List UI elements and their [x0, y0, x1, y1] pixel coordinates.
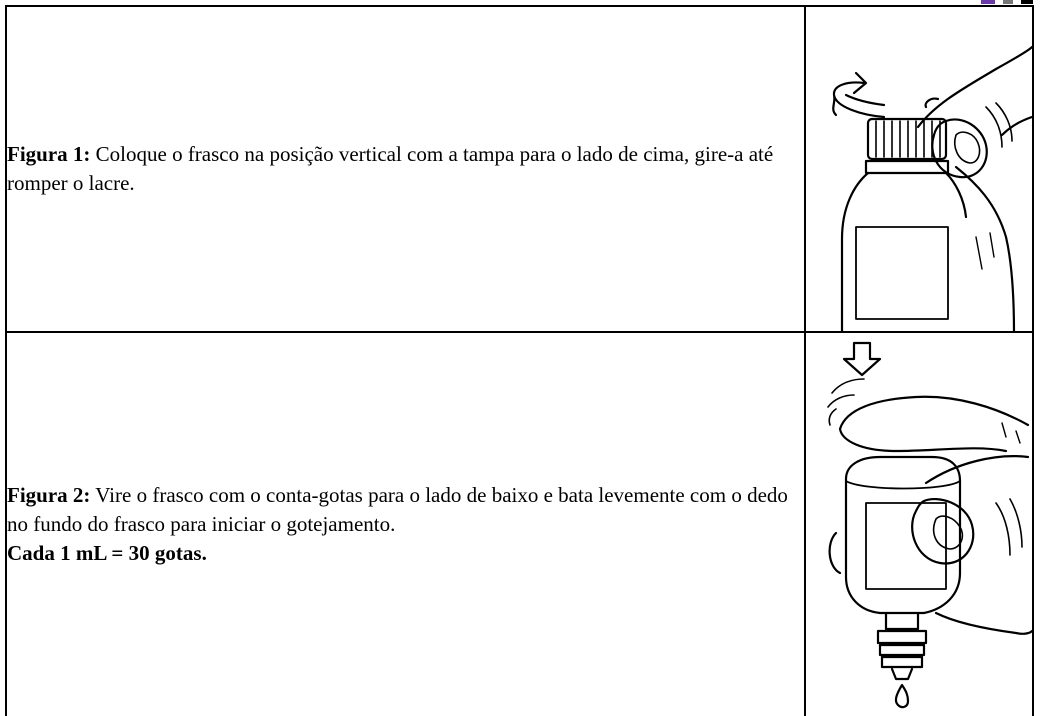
thumb [911, 497, 975, 565]
instructions-table: Figura 1: Coloque o frasco na posição ve… [5, 5, 1034, 716]
bottle-tap-drop-illustration [827, 341, 1031, 709]
bottle-label [865, 502, 947, 590]
bottle-cap-twist-illustration [832, 46, 1031, 330]
step-2-text-cell: Figura 2: Vire o frasco com o conta-gota… [5, 331, 806, 716]
step-2-label: Figura 2: [7, 483, 91, 507]
black-mark [1021, 0, 1033, 4]
corner-marks [981, 0, 1033, 6]
step-row-2: Figura 2: Vire o frasco com o conta-gota… [5, 331, 1034, 716]
thumb [931, 118, 988, 179]
purple-mark [981, 0, 995, 4]
step-2-description: Vire o frasco com o conta-gotas para o l… [7, 483, 788, 536]
step-2-image-cell [804, 331, 1034, 716]
down-arrow-icon [842, 341, 882, 377]
step-row-1: Figura 1: Coloque o frasco na posição ve… [5, 5, 1034, 333]
tapping-finger [838, 395, 1030, 453]
twist-arrow-icon [832, 71, 886, 119]
bottle-body [840, 171, 968, 330]
step-1-label: Figura 1: [7, 142, 91, 166]
gray-mark [1003, 0, 1013, 4]
step-2-dosage-note: Cada 1 mL = 30 gotas. [7, 541, 207, 565]
hand [828, 455, 1031, 635]
step-1-description: Coloque o frasco na posição vertical com… [7, 142, 774, 195]
bottle-label [855, 226, 949, 320]
hand [916, 46, 1031, 330]
bottle-cap [866, 117, 948, 161]
step-2-text: Figura 2: Vire o frasco com o conta-gota… [7, 481, 804, 568]
step-1-text: Figura 1: Coloque o frasco na posição ve… [7, 140, 804, 198]
step-1-image-cell [804, 5, 1034, 333]
drop-icon [894, 683, 910, 709]
step-1-text-cell: Figura 1: Coloque o frasco na posição ve… [5, 5, 806, 333]
bottle-body [844, 455, 962, 615]
